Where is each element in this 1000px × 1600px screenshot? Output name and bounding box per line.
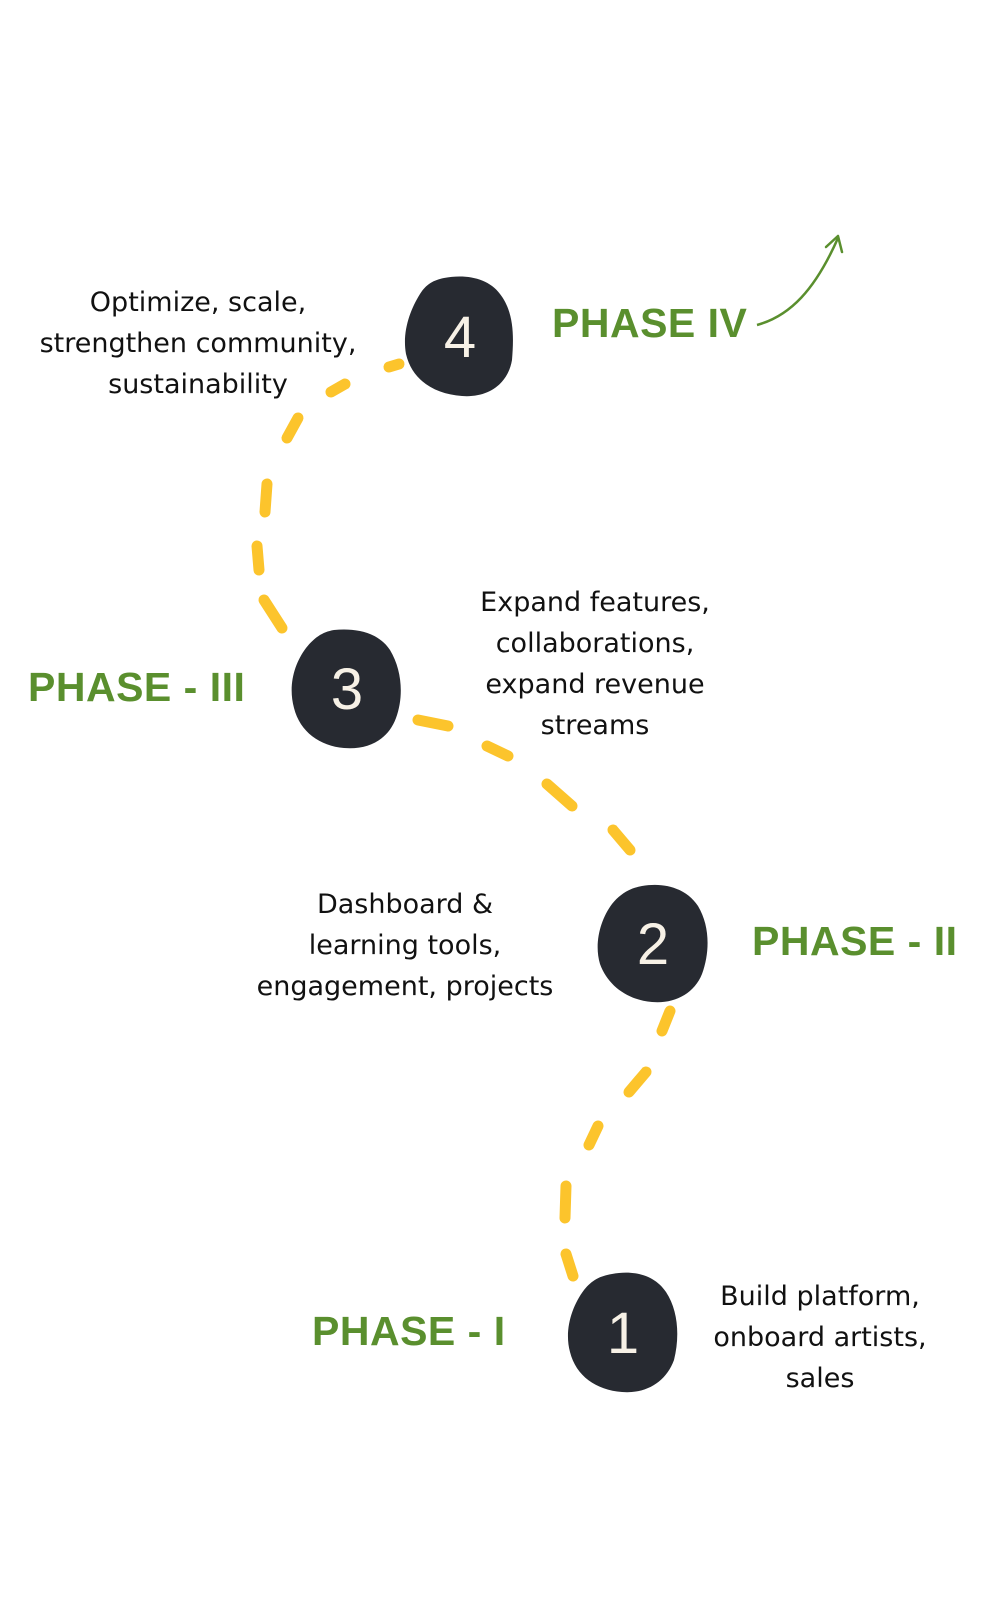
phase-4-label: PHASE IV bbox=[552, 300, 748, 346]
phase-3-description: Expand features, collaborations, expand … bbox=[480, 587, 710, 741]
phase-2-description: Dashboard & learning tools, engagement, … bbox=[256, 889, 554, 1002]
path-dash bbox=[258, 594, 288, 634]
path-dash bbox=[281, 412, 304, 444]
phase-4-marker: 4 bbox=[404, 276, 516, 398]
path-dash bbox=[481, 740, 514, 762]
blob-shape-icon bbox=[597, 884, 708, 1003]
phase-number: 4 bbox=[443, 304, 477, 370]
phase-1-description: Build platform, onboard artists, sales bbox=[713, 1281, 927, 1394]
blob-shape-icon bbox=[404, 276, 513, 397]
phase-3-marker: 3 bbox=[290, 628, 404, 750]
path-dash bbox=[583, 1120, 604, 1151]
phase-2-marker: 2 bbox=[596, 884, 710, 1004]
path-dash bbox=[559, 1180, 572, 1224]
phase-number: 1 bbox=[606, 1300, 640, 1366]
path-dash bbox=[412, 714, 454, 732]
path-dash bbox=[656, 1005, 676, 1037]
phase-number: 3 bbox=[330, 656, 364, 722]
path-dash bbox=[259, 478, 273, 518]
path-dash bbox=[607, 824, 636, 856]
path-dash bbox=[623, 1066, 652, 1098]
blob-shape-icon bbox=[567, 1272, 678, 1393]
path-dash bbox=[541, 778, 578, 812]
growth-arrow-icon bbox=[756, 234, 844, 327]
path-dash bbox=[560, 1248, 579, 1282]
phase-3-label: PHASE - III bbox=[28, 664, 246, 710]
path-dash bbox=[325, 378, 351, 398]
phase-1-label: PHASE - I bbox=[312, 1308, 506, 1354]
path-dash bbox=[251, 540, 265, 576]
phase-4-description: Optimize, scale, strengthen community, s… bbox=[39, 287, 357, 400]
blob-shape-icon bbox=[291, 629, 401, 749]
phase-1-marker: 1 bbox=[566, 1272, 680, 1394]
phase-number: 2 bbox=[636, 911, 670, 977]
path-dash bbox=[383, 358, 405, 373]
phase-2-label: PHASE - II bbox=[752, 918, 958, 964]
